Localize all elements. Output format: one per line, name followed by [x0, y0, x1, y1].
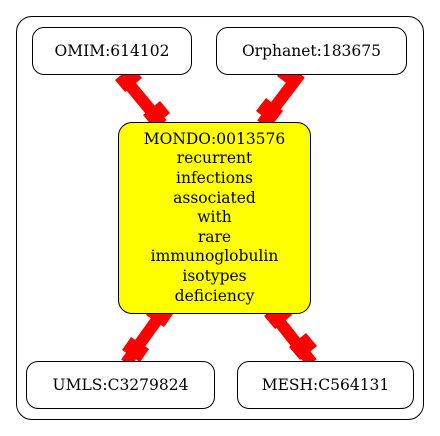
node-mondo-label-line: infections [176, 169, 253, 188]
edge-mondo-umls-head-target [122, 337, 149, 362]
edge-mondo-mesh-head-target [289, 333, 317, 360]
node-mondo-label-line: isotypes [182, 266, 247, 285]
edge-orphanet-mondo-head-target [256, 98, 283, 124]
node-orphanet-label: Orphanet:183675 [241, 42, 382, 60]
node-mondo-label-line: associated [173, 188, 256, 207]
node-omim: OMIM:614102 [32, 27, 192, 75]
edge-omim-mondo [115, 66, 170, 128]
node-mesh-label: MESH:C564131 [261, 376, 390, 394]
node-omim-label: OMIM:614102 [54, 42, 170, 60]
node-orphanet: Orphanet:183675 [216, 27, 407, 75]
cluster-box [16, 16, 424, 420]
node-mesh: MESH:C564131 [237, 361, 414, 409]
edge-omim-mondo-head-target [143, 101, 170, 127]
node-mondo-label-line: rare [197, 227, 232, 246]
node-umls: UMLS:C3279824 [26, 361, 215, 409]
node-mondo-label-line: recurrent [176, 149, 253, 168]
node-mondo: MONDO:0013576 recurrent infections assoc… [118, 122, 311, 314]
node-mondo-label-line: deficiency [174, 286, 255, 305]
node-mondo-id: MONDO:0013576 [143, 129, 286, 148]
node-umls-label: UMLS:C3279824 [52, 376, 189, 394]
node-mondo-label-line: immunoglobulin [150, 247, 279, 266]
node-mondo-label-line: with [197, 208, 232, 227]
